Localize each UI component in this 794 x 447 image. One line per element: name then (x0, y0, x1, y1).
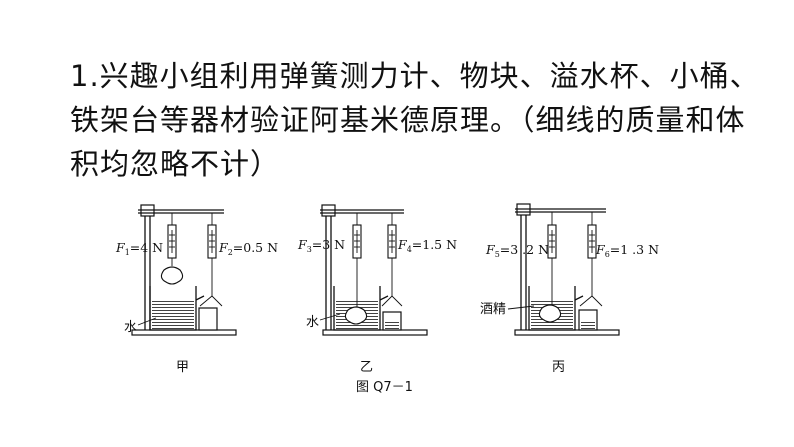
object-block (160, 266, 184, 285)
small-bucket (198, 307, 218, 331)
reading-f3: F3=3 N (297, 237, 345, 254)
setup-yi: F3=3 N F4=1.5 N 水 乙 (297, 204, 457, 375)
spring-scale-right (579, 212, 603, 307)
liquid-label-water: 水 (306, 315, 319, 330)
reading-f5: F5=3 .2 N (485, 242, 549, 259)
caption-jia: 甲 (176, 360, 189, 375)
small-bucket (578, 309, 598, 331)
iron-stand (320, 204, 428, 336)
spring-scale-right (381, 213, 403, 307)
question-text: 1.兴趣小组利用弹簧测力计、物块、溢水杯、小桶、铁架台等器材验证阿基米德原理。（… (70, 59, 760, 181)
small-bucket (382, 311, 402, 331)
spring-scale-left (352, 213, 362, 308)
reading-f4: F4=1.5 N (397, 237, 457, 254)
spring-scale-left (167, 213, 177, 266)
setup-jia: F1=4 N F2=0.5 N 水 甲 (115, 204, 278, 375)
liquid-label-alcohol: 酒精 (480, 302, 506, 317)
overflow-cup (528, 286, 584, 331)
setup-bing: F5=3 .2 N F6=1 .3 N 酒精 丙 (480, 203, 659, 375)
spring-scale-right (199, 213, 223, 307)
iron-stand (514, 203, 620, 336)
caption-bing: 丙 (552, 360, 565, 375)
reading-f6: F6=1 .3 N (595, 242, 659, 259)
reading-f2: F2=0.5 N (218, 240, 278, 257)
object-block (344, 306, 368, 325)
overflow-cup (333, 286, 389, 331)
spring-scale-left (547, 212, 557, 306)
overflow-cup (149, 286, 205, 331)
liquid-label-water: 水 (124, 320, 137, 335)
object-block (538, 304, 562, 323)
caption-yi: 乙 (360, 360, 373, 375)
figure-caption: 图 Q7－1 (356, 380, 413, 395)
reading-f1: F1=4 N (115, 240, 163, 257)
